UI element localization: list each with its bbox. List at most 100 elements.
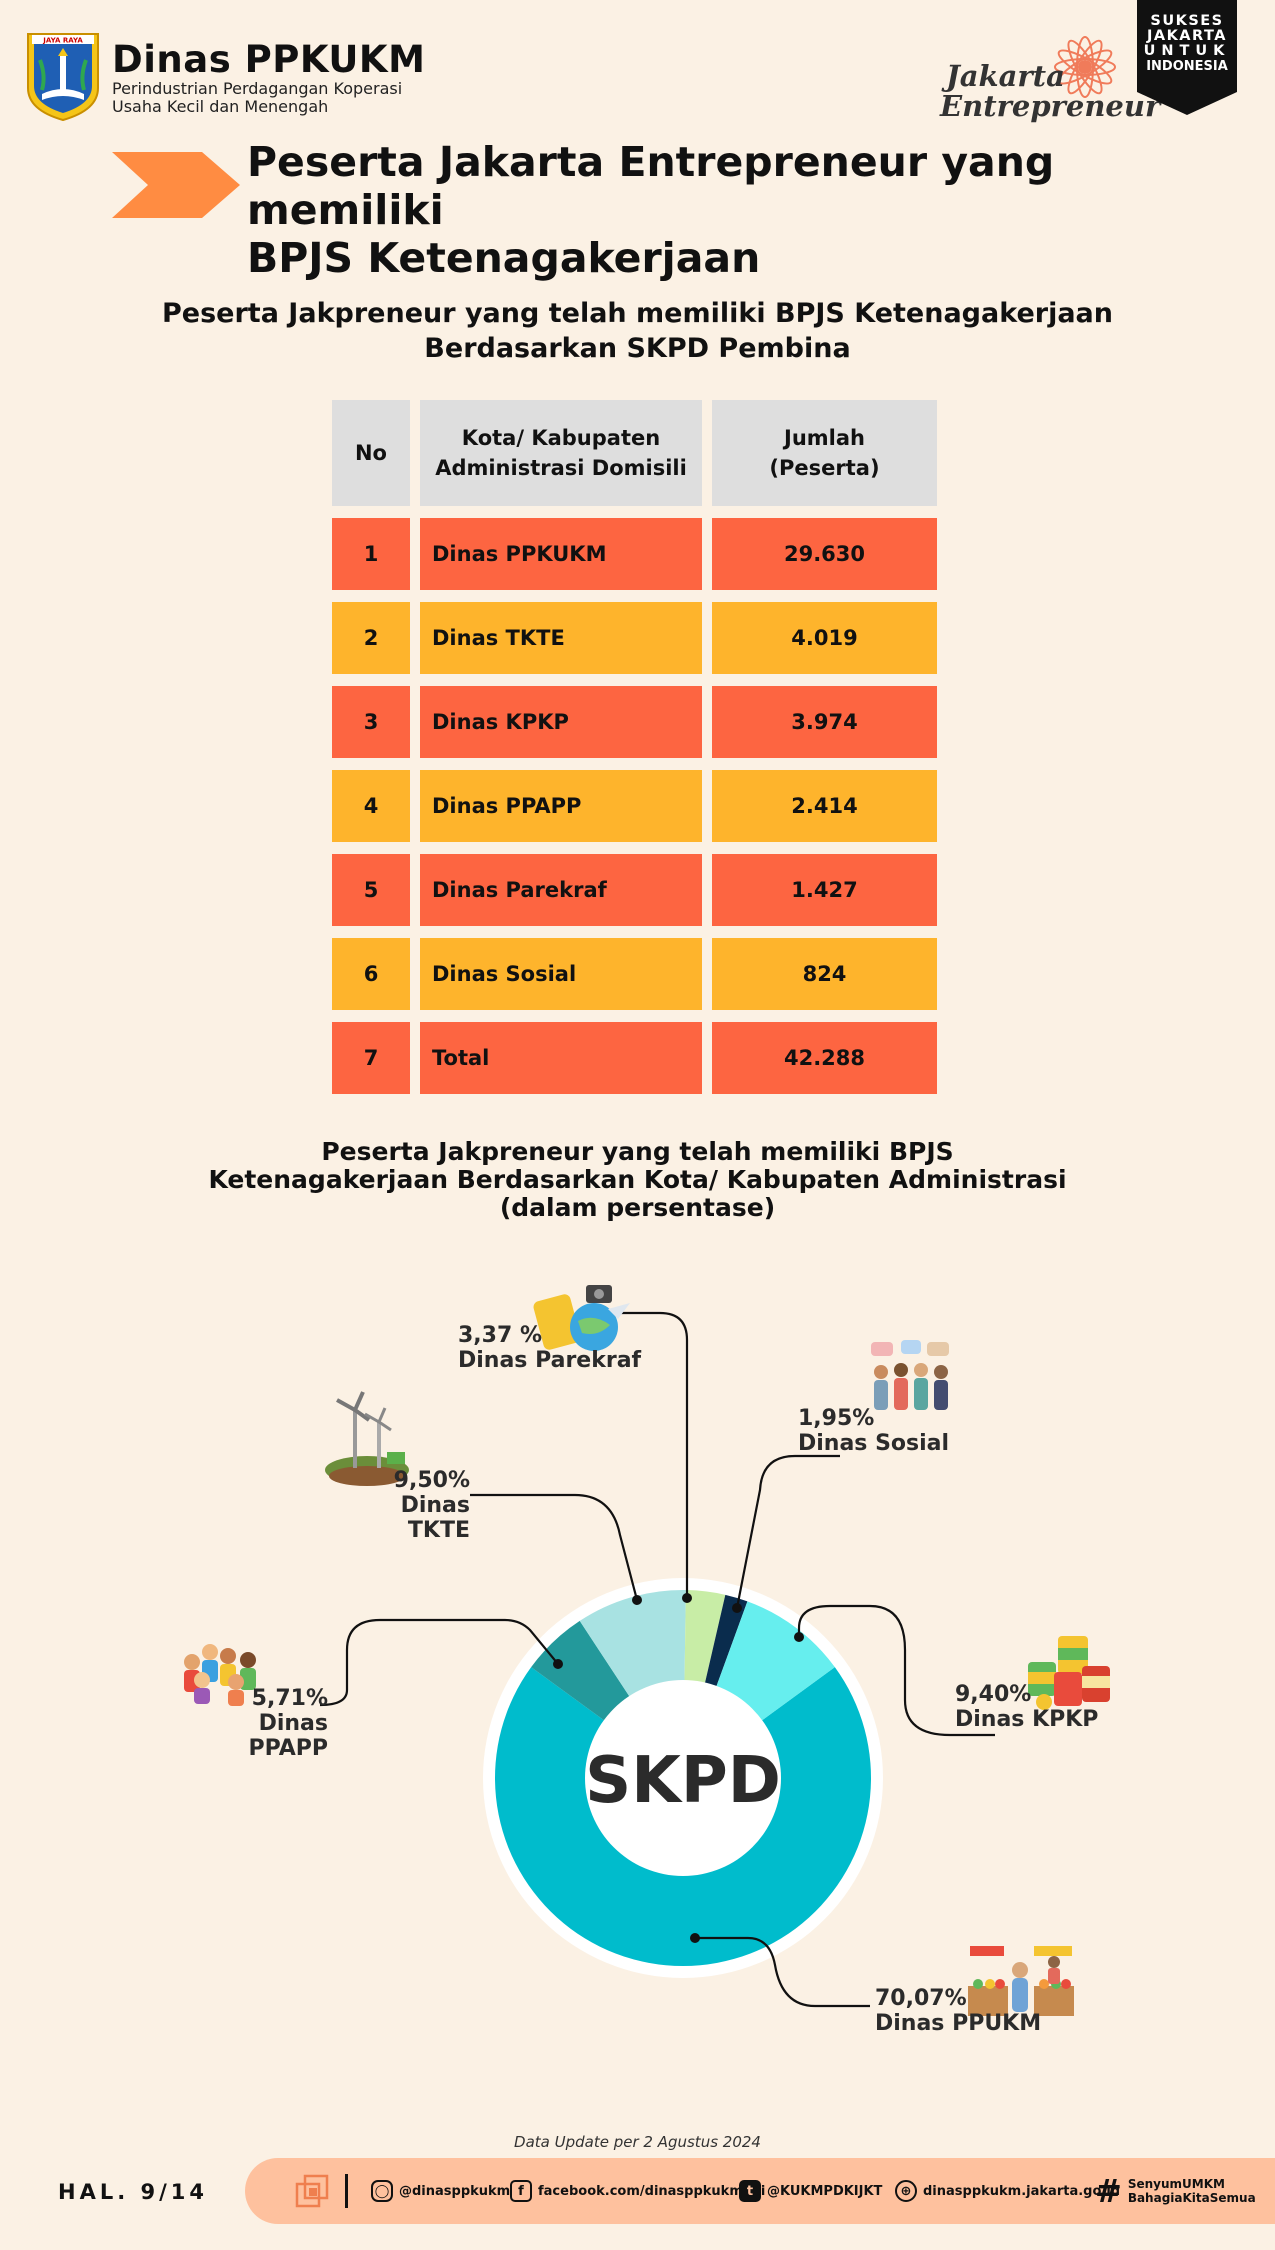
row-no: 6	[332, 938, 410, 1010]
header-jumlah: Jumlah (Peserta)	[712, 400, 937, 506]
label-sosial-pct: 1,95%	[798, 1406, 875, 1431]
row-no: 7	[332, 1022, 410, 1094]
wind-turbine-icon	[325, 1391, 409, 1486]
row-no: 3	[332, 686, 410, 758]
sukses-text: SUKSES JAKARTA UNTUK INDONESIA	[1137, 13, 1237, 75]
sukses-line-2: JAKARTA	[1146, 28, 1228, 44]
donut-slice-dinas-parekraf	[684, 1590, 726, 1685]
data-update-note: Data Update per 2 Agustus 2024	[514, 2133, 761, 2151]
chart-title-line-2: Ketenagakerjaan Berdasarkan Kota/ Kabupa…	[208, 1165, 1067, 1194]
flower-icon	[1054, 36, 1116, 98]
row-value: 824	[712, 938, 937, 1010]
leader-lines	[319, 1311, 995, 2008]
row-no: 1	[332, 518, 410, 590]
table-row: 7 Total 42.288	[332, 1022, 942, 1094]
canned-food-icon	[1028, 1636, 1110, 1710]
dot-ppapp	[553, 1659, 563, 1669]
svg-text:JAYA RAYA: JAYA RAYA	[42, 37, 83, 45]
row-value: 2.414	[712, 770, 937, 842]
label-tkte-name: Dinas TKTE	[400, 1493, 470, 1543]
title-arrow-icon	[112, 152, 240, 218]
page-number: HAL. 9/14	[58, 2180, 209, 2204]
donut-slice-dinas-sosial	[704, 1594, 748, 1688]
instagram-handle: @dinasppkukm	[399, 2183, 511, 2199]
org-name: Dinas PPKUKM	[112, 38, 426, 81]
dot-sosial	[732, 1603, 742, 1613]
website-url: dinasppkukm.jakarta.go.id	[923, 2183, 1121, 2199]
sukses-line-1: SUKSES	[1150, 13, 1224, 29]
donut-hole	[585, 1680, 781, 1876]
row-name: Dinas Parekraf	[420, 854, 702, 926]
label-tkte: 9,50% Dinas TKTE	[340, 1468, 470, 1543]
org-subtitle: Perindustrian Perdagangan Koperasi Usaha…	[112, 80, 432, 116]
hashtag-line-2: BahagiaKitaSemua	[1127, 2191, 1256, 2205]
je-logo-word-2: Entrepreneur	[940, 89, 1161, 123]
footer-bar: ◯ @dinasppkukm f facebook.com/dinasppkuk…	[245, 2158, 1275, 2224]
leader-ppapp	[319, 1618, 559, 1707]
donut-slice-dinas-ppukm	[494, 1667, 871, 1967]
leader-parekraf	[615, 1311, 689, 1598]
table-row: 6 Dinas Sosial 824	[332, 938, 942, 1010]
facebook-link[interactable]: f facebook.com/dinasppkukmdki	[510, 2180, 765, 2202]
table-row: 3 Dinas KPKP 3.974	[332, 686, 942, 758]
label-kpkp-name: Dinas KPKP	[955, 1707, 1099, 1732]
center-label: SKPD	[585, 1744, 781, 1818]
hashtag-line-1: SenyumUMKM	[1127, 2177, 1225, 2191]
donut-slice-dinas-tkte	[579, 1590, 686, 1698]
donut-slice-dinas-kpkp	[715, 1601, 835, 1722]
row-value: 29.630	[712, 518, 937, 590]
label-kpkp: 9,40% Dinas KPKP	[955, 1682, 1098, 1732]
jakarta-entrepreneur-logo: Jakarta Entrepreneur	[938, 30, 1160, 125]
instagram-link[interactable]: ◯ @dinasppkukm	[371, 2180, 510, 2202]
header-no: No	[332, 400, 410, 506]
children-group-icon	[184, 1644, 256, 1706]
label-parekraf-name: Dinas Parekraf	[458, 1348, 642, 1373]
label-ppapp-pct: 5,71%	[251, 1686, 328, 1711]
market-stall-icon	[968, 1946, 1074, 2016]
row-name: Dinas KPKP	[420, 686, 702, 758]
dot-tkte	[632, 1595, 642, 1605]
label-sosial: 1,95% Dinas Sosial	[798, 1406, 949, 1456]
table-row: 2 Dinas TKTE 4.019	[332, 602, 942, 674]
row-name: Dinas TKTE	[420, 602, 702, 674]
sukses-line-3: UNTUK	[1143, 43, 1231, 59]
table-row: 1 Dinas PPKUKM 29.630	[332, 518, 942, 590]
main-title: Peserta Jakarta Entrepreneur yang memili…	[247, 138, 1247, 282]
chart-section-title: Peserta Jakpreneur yang telah memiliki B…	[0, 1138, 1275, 1222]
facebook-handle: facebook.com/dinasppkukmdki	[538, 2183, 766, 2199]
main-title-line-1: Peserta Jakarta Entrepreneur yang memili…	[247, 138, 1055, 234]
leader-sosial	[735, 1454, 840, 1609]
label-ppukm-pct: 70,07%	[875, 1986, 967, 2011]
donut-slice-dinas-ppapp	[531, 1620, 631, 1722]
row-name: Dinas PPKUKM	[420, 518, 702, 590]
label-ppapp-name: Dinas PPAPP	[248, 1711, 328, 1761]
org-subtitle-line-1: Perindustrian Perdagangan Koperasi	[112, 79, 403, 98]
dki-crest-logo: JAYA RAYA	[24, 30, 102, 122]
row-name: Total	[420, 1022, 702, 1094]
label-tkte-pct: 9,50%	[393, 1468, 470, 1493]
table-section-title: Peserta Jakpreneur yang telah memiliki B…	[0, 296, 1275, 366]
footer-divider	[345, 2174, 348, 2208]
layers-icon	[295, 2174, 329, 2208]
facebook-icon: f	[510, 2180, 532, 2202]
hashtag-icon: #	[1095, 2172, 1122, 2210]
row-no: 5	[332, 854, 410, 926]
header-jumlah-line-1: Jumlah	[784, 426, 865, 450]
chart-title-line-3: (dalam persentase)	[499, 1193, 776, 1222]
label-parekraf-pct: 3,37 %	[458, 1323, 542, 1348]
dot-parekraf	[682, 1593, 692, 1603]
row-name: Dinas Sosial	[420, 938, 702, 1010]
dot-ppukm	[690, 1933, 700, 1943]
header-jumlah-line-2: (Peserta)	[769, 456, 880, 480]
dot-kpkp	[794, 1632, 804, 1642]
twitter-link[interactable]: t @KUKMPDKIJKT	[739, 2180, 882, 2202]
twitter-icon: t	[739, 2180, 761, 2202]
label-ppukm: 70,07% Dinas PPUKM	[875, 1986, 1041, 2036]
table-title-line-2: Berdasarkan SKPD Pembina	[424, 333, 851, 364]
label-kpkp-pct: 9,40%	[955, 1682, 1032, 1707]
website-link[interactable]: ⊕ dinasppkukm.jakarta.go.id	[895, 2180, 1120, 2202]
travel-luggage-icon	[533, 1285, 630, 1351]
